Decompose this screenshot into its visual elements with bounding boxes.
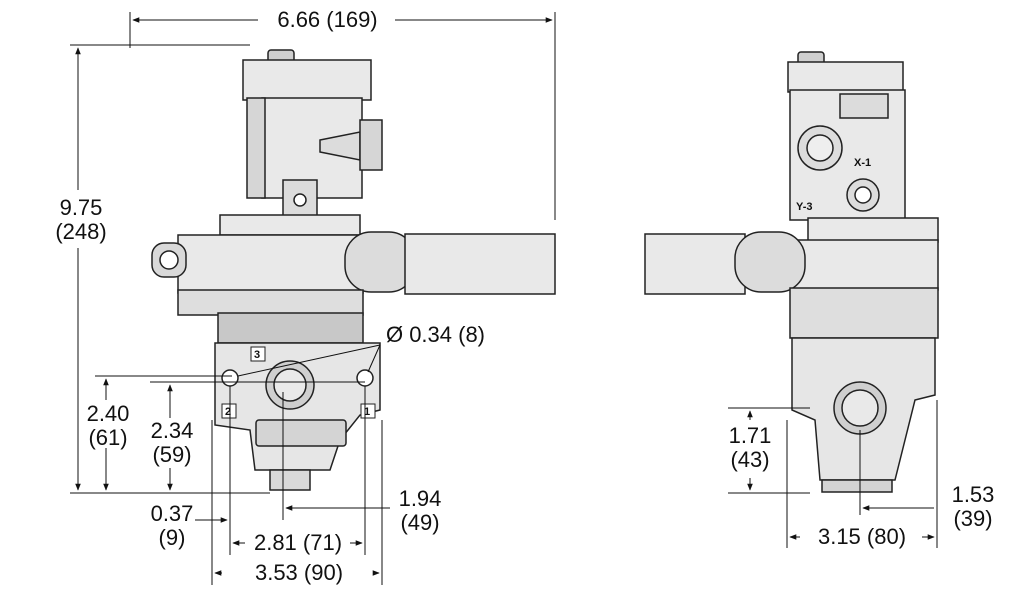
offset-right-mm: (49) [400, 510, 440, 535]
dimension-lines [70, 12, 938, 585]
side-height-mm: (43) [730, 447, 770, 472]
side-port-labels: X-1 Y-3 [796, 157, 871, 213]
overall-height-dim: 9.75 (248) [50, 196, 112, 244]
height-port-b-dim: 2.34 (59) [146, 419, 198, 467]
offset-right-in: 1.94 [398, 486, 442, 511]
overall-width-dim: 6.66 (169) [277, 7, 378, 32]
port-label-2: 2 [225, 406, 231, 418]
front-port-labels: 3 2 1 [221, 346, 376, 419]
overall-height-mm: (248) [55, 219, 107, 244]
height-port-a-mm: (61) [88, 425, 128, 450]
port-label-3: 3 [254, 349, 260, 361]
side-offset-in: 1.53 [951, 482, 995, 507]
offset-left-dim: 0.37 (9) [150, 502, 194, 550]
side-height-in: 1.71 [728, 423, 772, 448]
side-width-dim: 3.15 (80) [817, 524, 907, 549]
port-spacing-dim: 2.81 (71) [253, 530, 343, 555]
port-diameter-dim: Ø 0.34 (8) [385, 322, 486, 347]
height-port-b-in: 2.34 [150, 418, 194, 443]
front-view [151, 49, 556, 491]
height-port-b-mm: (59) [152, 442, 192, 467]
side-offset-dim: 1.53 (39) [944, 483, 1002, 531]
side-view [644, 51, 939, 493]
height-port-a-in: 2.40 [86, 401, 130, 426]
side-height-dim: 1.71 (43) [722, 424, 778, 472]
side-offset-mm: (39) [953, 506, 993, 531]
overall-height-in: 9.75 [59, 195, 103, 220]
offset-left-in: 0.37 [150, 501, 194, 526]
offset-right-dim: 1.94 (49) [392, 487, 448, 535]
port-label-x1: X-1 [854, 157, 871, 169]
base-width-dim: 3.53 (90) [254, 560, 344, 585]
port-label-y3: Y-3 [796, 201, 813, 213]
offset-left-mm: (9) [158, 525, 186, 550]
port-label-1: 1 [364, 406, 370, 418]
height-port-a-dim: 2.40 (61) [82, 402, 134, 450]
